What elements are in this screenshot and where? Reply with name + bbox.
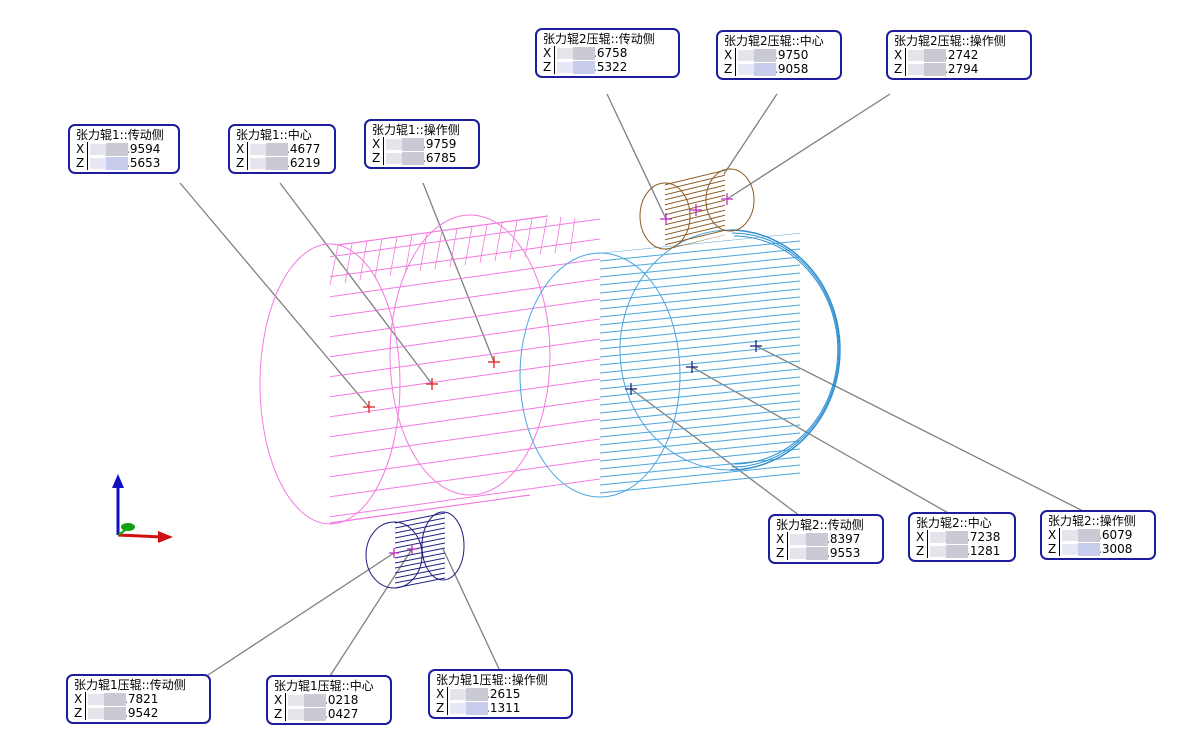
point-marker-icon: [686, 361, 698, 373]
callout-press-roller1-drive-side[interactable]: 张力辊1压辊::传动侧 X.7821 Z.9542: [66, 674, 211, 724]
callout-roller2-drive-side[interactable]: 张力辊2::传动侧 X.8397 Z.9553: [768, 514, 884, 564]
x-value: .0218: [324, 693, 359, 707]
x-value: .9759: [422, 137, 457, 151]
press-roller-2: [639, 168, 755, 250]
x-value: .7238: [966, 530, 1001, 544]
leader-line: [179, 182, 370, 408]
callout-roller2-center[interactable]: 张力辊2::中心 X.7238 Z.1281: [908, 512, 1016, 562]
roller-1-top-fringe: [329, 216, 576, 286]
z-value: .2794: [944, 62, 979, 76]
point-marker-icon: [750, 340, 762, 352]
leader-line: [442, 548, 501, 672]
callout-roller1-drive-side[interactable]: 张力辊1::传动侧 X.9594 Z.5653: [68, 124, 180, 174]
leader-line: [279, 182, 433, 385]
leader-line: [726, 93, 891, 200]
z-value: .3008: [1098, 542, 1133, 556]
callout-title: 张力辊2压辊::操作侧: [894, 34, 1006, 48]
x-value: .6758: [593, 46, 628, 60]
callout-roller1-center[interactable]: 张力辊1::中心 X.4677 Z.6219: [228, 124, 336, 174]
leader-line: [691, 366, 951, 515]
point-marker-icon: [488, 356, 500, 368]
tension-roller-2: [519, 229, 841, 498]
x-value: .7821: [124, 692, 159, 706]
x-value: .6079: [1098, 528, 1133, 542]
leader-line: [755, 345, 1086, 513]
z-value: .1281: [966, 544, 1001, 558]
z-value: .9542: [124, 706, 159, 720]
point-marker-icon: [690, 204, 702, 216]
callout-press-roller1-operator-side[interactable]: 张力辊1压辊::操作侧 X.2615 Z.1311: [428, 669, 573, 719]
x-value: .4677: [286, 142, 321, 156]
press-roller-1: [365, 511, 465, 590]
callout-title: 张力辊2::操作侧: [1048, 514, 1136, 528]
point-marker-icon: [363, 401, 375, 413]
leader-line: [630, 388, 801, 517]
callout-roller1-operator-side[interactable]: 张力辊1::操作侧 X.9759 Z.6785: [364, 119, 480, 169]
leader-line: [422, 182, 495, 363]
roller-2-hatching: [600, 233, 800, 495]
leader-line: [329, 548, 413, 677]
callout-title: 张力辊1::传动侧: [76, 128, 164, 142]
point-markers: [363, 193, 762, 558]
leader-line: [723, 93, 778, 175]
z-value: .5653: [126, 156, 161, 170]
callout-title: 张力辊2::传动侧: [776, 518, 864, 532]
leader-lines: [179, 93, 1086, 677]
leader-line: [207, 552, 395, 676]
x-value: .9594: [126, 142, 161, 156]
x-value: .2742: [944, 48, 979, 62]
callout-press-roller2-operator-side[interactable]: 张力辊2压辊::操作侧 X.2742 Z.2794: [886, 30, 1032, 80]
leader-line: [606, 93, 667, 220]
point-marker-icon: [426, 378, 438, 390]
callout-press-roller1-center[interactable]: 张力辊1压辊::中心 X.0218 Z.0427: [266, 675, 392, 725]
callout-title: 张力辊2::中心: [916, 516, 992, 530]
callout-title: 张力辊1压辊::传动侧: [74, 678, 186, 692]
z-value: .5322: [593, 60, 628, 74]
tension-roller-1: [259, 214, 600, 525]
callout-press-roller2-center[interactable]: 张力辊2压辊::中心 X.9750 Z.9058: [716, 30, 842, 80]
coordinate-axes-icon: [112, 474, 173, 543]
point-marker-icon: [660, 213, 672, 225]
callout-title: 张力辊1压辊::中心: [274, 679, 374, 693]
x-value: .9750: [774, 48, 809, 62]
roller-2-dense-shading: [729, 229, 841, 471]
point-marker-icon: [721, 193, 733, 205]
x-value: .2615: [486, 687, 521, 701]
z-value: .1311: [486, 701, 521, 715]
z-value: .6785: [422, 151, 457, 165]
callout-roller2-operator-side[interactable]: 张力辊2::操作侧 X.6079 Z.3008: [1040, 510, 1156, 560]
z-value: .9553: [826, 546, 861, 560]
point-marker-icon: [389, 548, 399, 558]
z-value: .9058: [774, 62, 809, 76]
x-value: .8397: [826, 532, 861, 546]
point-marker-icon: [407, 544, 417, 554]
callout-title: 张力辊1::中心: [236, 128, 312, 142]
callout-title: 张力辊1压辊::操作侧: [436, 673, 548, 687]
callout-title: 张力辊1::操作侧: [372, 123, 460, 137]
callout-title: 张力辊2压辊::中心: [724, 34, 824, 48]
roller-1-hatching: [330, 218, 600, 524]
callout-title: 张力辊2压辊::传动侧: [543, 32, 655, 46]
z-value: .0427: [324, 707, 359, 721]
callout-press-roller2-drive-side[interactable]: 张力辊2压辊::传动侧 X.6758 Z.5322: [535, 28, 680, 78]
point-marker-icon: [625, 383, 637, 395]
z-value: .6219: [286, 156, 321, 170]
